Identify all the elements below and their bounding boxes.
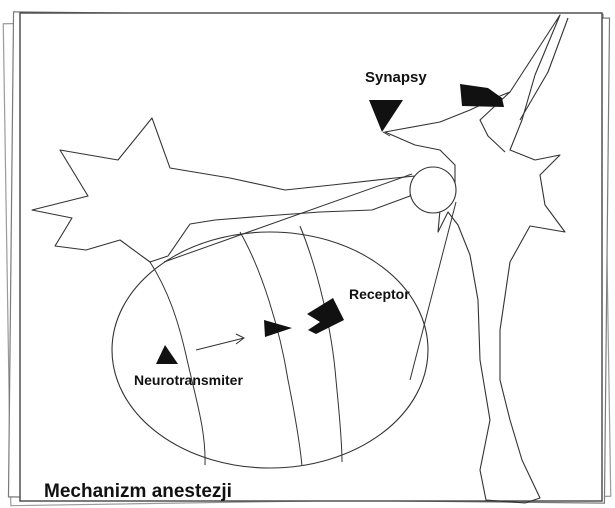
paper-stack — [3, 12, 610, 506]
neurotransmitter-label: Neurotransmiter — [134, 373, 243, 387]
synapse-zoom-circle — [410, 167, 456, 213]
diagram-title: Mechanizm anestezji — [44, 482, 232, 501]
synapsy-label: Synapsy — [365, 70, 427, 85]
receptor-label: Receptor — [349, 287, 410, 301]
